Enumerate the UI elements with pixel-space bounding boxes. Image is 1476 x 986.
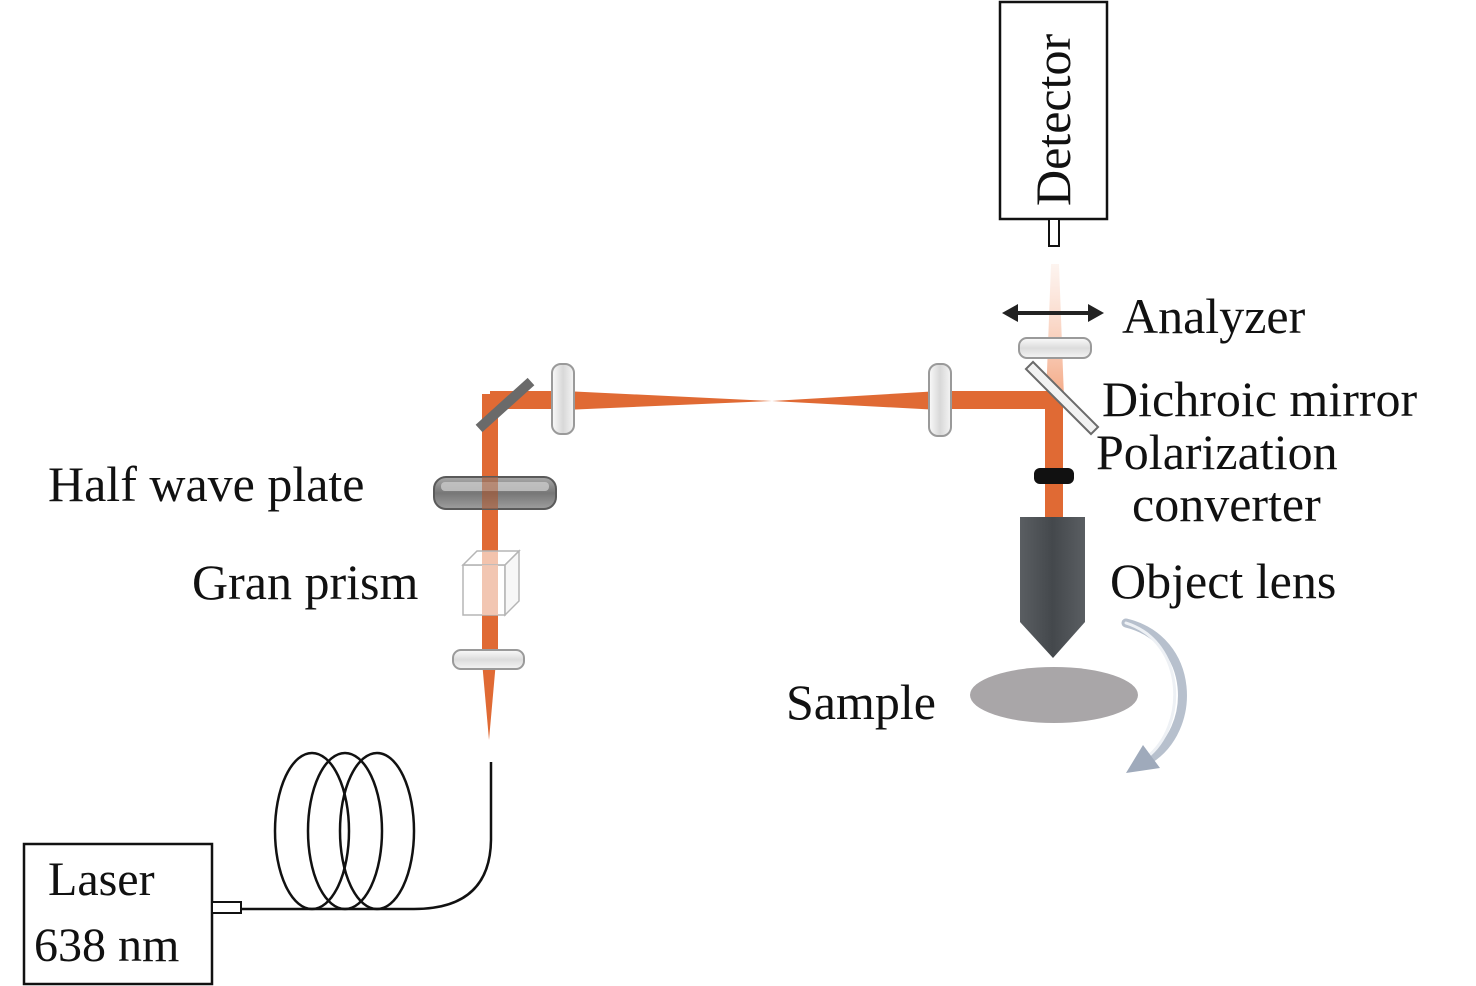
detector-label: Detector [1025,34,1081,206]
steering-mirror [475,377,535,433]
sample: Sample [786,667,1138,730]
laser-source: Laser 638 nm [22,842,242,986]
curved-rotation-arrow-icon [1121,618,1187,773]
analyzer-label: Analyzer [1122,288,1306,344]
laser-label-2: 638 nm [34,919,179,972]
gran-prism: Gran prism [192,549,521,617]
objective-lens: Object lens [1020,517,1336,658]
detector: Detector [998,0,1109,247]
analyzer-lens [1018,337,1092,359]
polarization-converter: Polarization converter [1034,424,1338,532]
objective-lens-label: Object lens [1110,553,1336,609]
telescope-lens-2 [928,363,952,437]
analyzer: Analyzer [1002,288,1306,359]
collimating-lens [452,649,525,670]
telescope-lens-1 [551,363,575,435]
sample-label: Sample [786,674,936,730]
half-wave-plate: Half wave plate [48,456,557,512]
double-headed-arrow-icon [1002,304,1104,322]
polarization-converter-label-2: converter [1132,476,1321,532]
dichroic-mirror: Dichroic mirror [1024,360,1418,436]
dichroic-mirror-label: Dichroic mirror [1102,371,1418,427]
beam-to-detector [1046,264,1064,398]
polarization-converter-label-1: Polarization [1096,424,1338,480]
laser-label-1: Laser [48,853,155,906]
optical-fiber [240,751,493,911]
half-wave-plate-label: Half wave plate [48,456,365,512]
gran-prism-label: Gran prism [192,554,418,610]
